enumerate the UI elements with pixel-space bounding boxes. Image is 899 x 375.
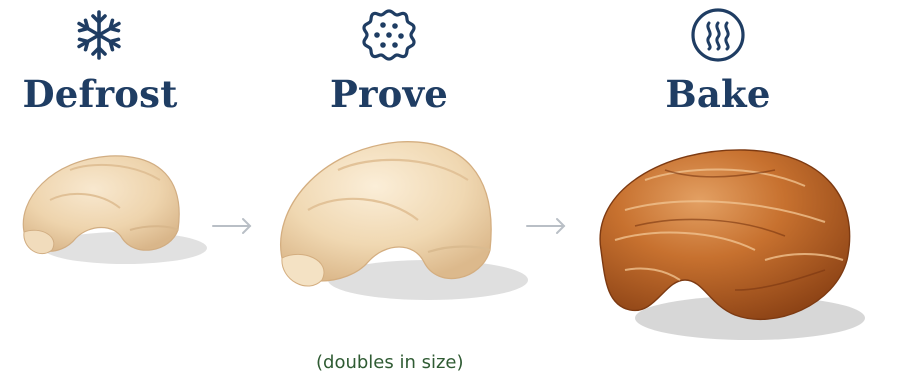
frozen-croissant-image [10,140,210,280]
snowflake-icon [69,5,129,65]
arrow-right-icon [210,216,254,236]
arrow-right-icon [524,216,568,236]
proving-note: (doubles in size) [316,352,464,373]
proved-croissant-image [268,130,538,310]
step-title-defrost: Defrost [20,72,180,116]
step-title-prove: Prove [314,72,464,116]
dough-dots-icon [359,5,419,65]
step-title-bake: Bake [643,72,793,116]
heat-waves-icon [688,5,748,65]
baked-croissant-image [585,140,875,345]
